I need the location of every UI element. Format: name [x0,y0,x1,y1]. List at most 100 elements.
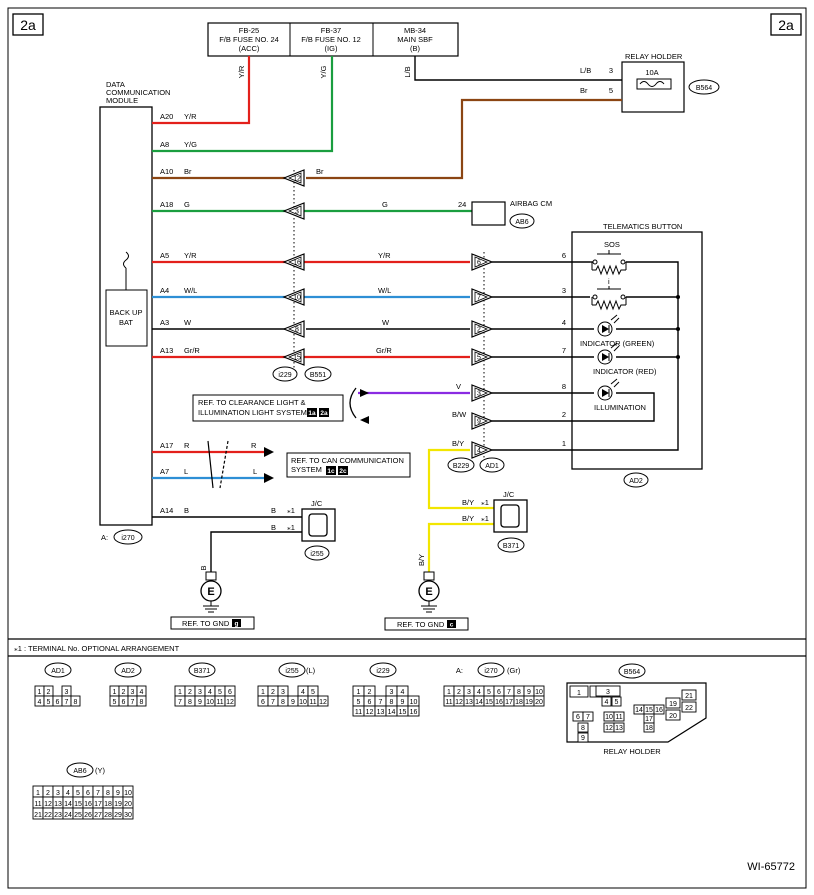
terminal-cell: 14 [64,801,72,808]
connector-badge-i229[interactable]: i229 [272,366,298,382]
terminal-cell: 7 [65,699,69,706]
terminal-cell: 8 [188,699,192,706]
terminal-cell: 6 [56,699,60,706]
terminal-cell: 11 [216,699,223,706]
svg-text:1c: 1c [327,468,335,475]
connector-badge-ab6-face[interactable]: AB6 [66,762,94,778]
ref-gnd-left[interactable]: REF. TO GND g [170,616,255,630]
connector-right-pin-2-pin: 2 [477,327,481,334]
svg-text:AD1: AD1 [485,463,499,470]
terminal-cell: 20 [124,801,132,808]
svg-text:Y/R: Y/R [378,251,391,260]
svg-text:A:: A: [101,533,108,542]
ref-clearance-light[interactable]: REF. TO CLEARANCE LIGHT & ILLUMINATION L… [192,394,344,422]
connector-badge-i270[interactable]: i270 [113,529,143,545]
tag-left[interactable]: 2a [12,13,44,36]
connector-badge-ad2[interactable]: AD2 [623,472,649,488]
terminal-cell: 11 [445,699,452,706]
svg-text:G: G [184,200,190,209]
svg-text:DATA: DATA [106,80,125,89]
led-green [597,314,620,337]
terminal-cell: 17 [94,801,102,808]
terminal-cell: 6 [122,699,126,706]
terminal-cell: 29 [114,812,122,819]
terminal-cell: 27 [94,812,102,819]
airbag-cm: 24 AIRBAG CM AB6 [458,199,552,229]
connector-left-pin-12: 12 [282,169,305,187]
connector-badge-b229[interactable]: B229 [447,457,475,473]
svg-text:⁎1: ⁎1 [481,514,489,523]
terminal-cell: 1 [577,690,581,697]
wire-label-yg-top: Y/G [319,65,328,78]
svg-text:L/B: L/B [580,66,591,75]
connector-badge-i229-face[interactable]: i229 [369,662,397,678]
terminal-cell: 9 [116,790,120,797]
ref-can-communication[interactable]: REF. TO CAN COMMUNICATION SYSTEM 1c 2c [286,452,411,478]
terminal-cell: 5 [218,689,222,696]
wire-yr-acc [152,56,251,125]
connector-badge-i255-face[interactable]: i255 [278,662,306,678]
terminal-cell: 5 [487,689,491,696]
connector-badge-ad2-face[interactable]: AD2 [114,662,142,678]
terminal-cell: 6 [86,790,90,797]
svg-text:A13: A13 [160,346,173,355]
connector-badge-i255[interactable]: i255 [304,545,330,561]
wire-label-lb-top: L/B [403,66,412,77]
svg-text:B/Y: B/Y [462,514,474,523]
terminal-cell: 2 [122,689,126,696]
terminal-cell: 3 [281,689,285,696]
svg-text:Y/R: Y/R [184,251,197,260]
info-switch[interactable] [591,286,627,311]
connector-badge-b564[interactable]: B564 [688,79,720,95]
terminal-cell: 2 [457,689,461,696]
wire-lb-main [414,56,622,81]
terminal-cell: 7 [178,699,182,706]
terminal-cell: 6 [497,689,501,696]
connector-badge-i270-face[interactable]: i270 [477,662,505,678]
svg-text:L: L [253,467,257,476]
connector-badge-b564-face[interactable]: B564 [618,663,646,679]
svg-text:A20: A20 [160,112,173,121]
joint-connector-right: J/C B/Y B/Y ⁎1 ⁎1 B371 [462,490,528,553]
terminal-cell: 1 [38,689,42,696]
terminal-cell: 21 [34,812,42,819]
connector-badge-ab6[interactable]: AB6 [509,213,535,229]
terminal-cell: 8 [106,790,110,797]
terminal-cell: 3 [606,689,610,696]
terminal-cell: 10 [124,790,132,797]
terminal-cell: 22 [685,705,693,712]
terminal-cell: 8 [517,689,521,696]
svg-text:AD2: AD2 [121,668,135,675]
svg-text:2: 2 [562,410,566,419]
terminal-cell: 11 [615,714,622,721]
tag-right[interactable]: 2a [770,13,802,36]
connector-badge-ad1[interactable]: AD1 [479,457,505,473]
terminal-cell: 5 [113,699,117,706]
connector-badge-ad1-face[interactable]: AD1 [44,662,72,678]
relay-holder-caption: RELAY HOLDER [603,747,661,756]
terminal-cell: 10 [535,689,543,696]
connector-badge-b551[interactable]: B551 [304,366,332,382]
terminal-cell: 9 [401,699,405,706]
terminal-cell: 25 [74,812,82,819]
connector-right-pin-5: 5 [471,348,494,366]
ref-gnd-right[interactable]: REF. TO GND c [384,617,469,631]
terminal-cell: 18 [645,725,653,732]
connector-right-pin-2: 2 [471,320,494,338]
sos-switch[interactable] [590,250,627,276]
terminal-cell: 11 [355,709,362,716]
svg-text:i255: i255 [285,668,298,675]
terminal-cell: 7 [586,714,590,721]
svg-text:⁎1: ⁎1 [481,498,489,507]
connector-badge-b371[interactable]: B371 [497,537,525,553]
connector-left-pin-10: 10 [282,288,305,306]
svg-text:A10: A10 [160,167,173,176]
svg-text:REF. TO CLEARANCE LIGHT &: REF. TO CLEARANCE LIGHT & [198,398,306,407]
connector-badge-b371-face[interactable]: B371 [188,662,216,678]
